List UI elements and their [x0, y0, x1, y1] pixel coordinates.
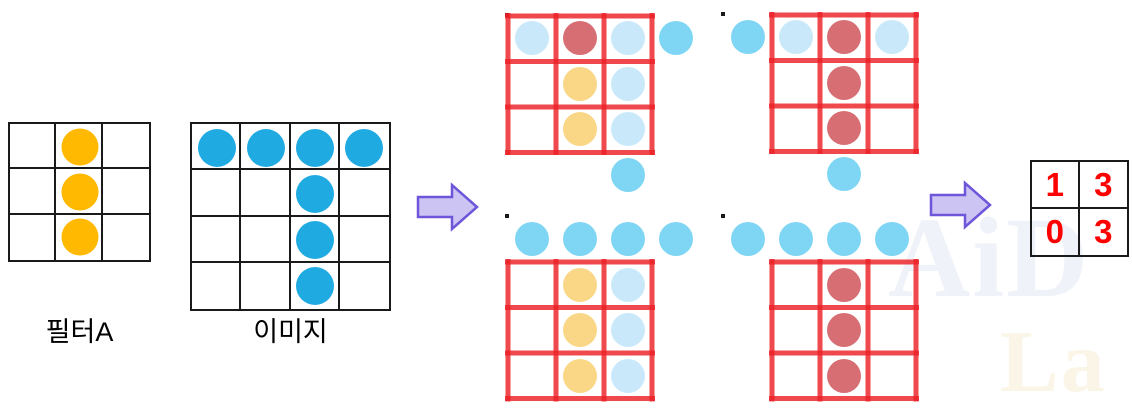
grid-cell: [290, 216, 340, 263]
dot-blue: [296, 220, 334, 259]
grid-cell: [290, 170, 340, 217]
grid-cell: [103, 215, 149, 260]
dot-overlap-red: [826, 65, 861, 100]
filter-grid: [8, 122, 151, 262]
arrow-right-icon: [929, 180, 992, 230]
dot-fadedorange: [562, 358, 597, 393]
dot-skyblue: [778, 222, 813, 257]
dot-fadedorange: [562, 112, 597, 147]
dot-paleblue: [610, 358, 645, 393]
grid-cell: [241, 124, 291, 171]
dot-blue: [296, 174, 334, 213]
dot-overlap-red: [562, 21, 597, 56]
grid-cell: [10, 214, 57, 260]
grid-cells: [505, 214, 509, 218]
dot-paleblue: [610, 21, 645, 56]
dot-skyblue: [514, 222, 549, 257]
grid-cell: [192, 216, 242, 263]
result-value: 1: [1045, 165, 1064, 203]
filter-label: 필터A: [45, 317, 114, 347]
grid-cell: [56, 214, 103, 260]
watermark-text: AiD: [888, 194, 1091, 321]
dot-orange: [61, 173, 98, 211]
dot-skyblue: [610, 157, 645, 192]
watermark-text: La: [1000, 314, 1107, 410]
grid-cells: [721, 12, 725, 16]
grid-cell: 1: [1032, 162, 1080, 209]
grid-cells: [721, 214, 725, 218]
grid-cell: [291, 262, 340, 309]
dot-overlap-red: [826, 111, 861, 146]
dot-paleblue: [610, 66, 645, 101]
dot-skyblue: [610, 222, 645, 257]
grid-cell: [102, 169, 149, 215]
grid-cell: [192, 124, 242, 171]
dot-paleblue: [514, 21, 549, 56]
dot-skyblue: [730, 20, 765, 55]
grid-cell: [102, 124, 149, 170]
dot-paleblue: [778, 20, 813, 55]
dot-overlap-red: [826, 358, 861, 393]
grid-cell: [339, 217, 389, 263]
grid-cell: [10, 169, 57, 215]
grid-cell: [241, 216, 291, 263]
dot-overlap-red: [826, 20, 861, 55]
grid-cell: [241, 262, 291, 309]
dot-blue: [296, 128, 334, 167]
result-value: 3: [1094, 213, 1113, 251]
image-label: 이미지: [253, 317, 328, 347]
dot-paleblue: [610, 313, 645, 348]
grid-cell: [192, 262, 242, 309]
grid-cells: [8, 122, 151, 262]
dot-blue: [345, 128, 383, 167]
grid-cell: 0: [1032, 208, 1080, 255]
dot-skyblue: [826, 222, 861, 257]
grid-cell: [56, 124, 103, 170]
dot-skyblue: [730, 222, 765, 257]
result-value: 3: [1094, 165, 1113, 203]
grid-cell: [339, 170, 389, 217]
grid-cell: 3: [1079, 162, 1127, 209]
dot-blue: [296, 266, 334, 305]
dot-blue: [247, 128, 285, 167]
image-grid: [190, 122, 391, 311]
dot-skyblue: [658, 222, 693, 257]
dot-fadedorange: [562, 267, 597, 302]
dot-orange: [61, 128, 98, 166]
dot-fadedorange: [562, 313, 597, 348]
dot-paleblue: [874, 20, 909, 55]
grid-cell: [56, 169, 103, 215]
arrow-right-icon: [416, 182, 479, 232]
grid-cell: [241, 170, 291, 217]
dot-skyblue: [826, 156, 861, 191]
grid-cell: [192, 170, 242, 217]
grid-cell: 3: [1080, 209, 1128, 256]
dot-overlap-red: [826, 267, 861, 302]
dot-paleblue: [610, 267, 645, 302]
result-value: 0: [1045, 213, 1064, 251]
grid-cell: [10, 124, 57, 170]
dot-blue: [198, 128, 236, 167]
dot-orange: [61, 218, 98, 256]
grid-cell: [340, 263, 389, 309]
dot-skyblue: [562, 222, 597, 257]
grid-cell: [339, 124, 389, 171]
dot-paleblue: [610, 112, 645, 147]
dot-skyblue: [874, 222, 909, 257]
dot-skyblue: [658, 21, 693, 56]
dot-overlap-red: [826, 313, 861, 348]
dot-fadedorange: [562, 66, 597, 101]
grid-cells: [505, 13, 509, 17]
grid-cell: [290, 124, 340, 171]
grid-cells: [190, 122, 391, 311]
